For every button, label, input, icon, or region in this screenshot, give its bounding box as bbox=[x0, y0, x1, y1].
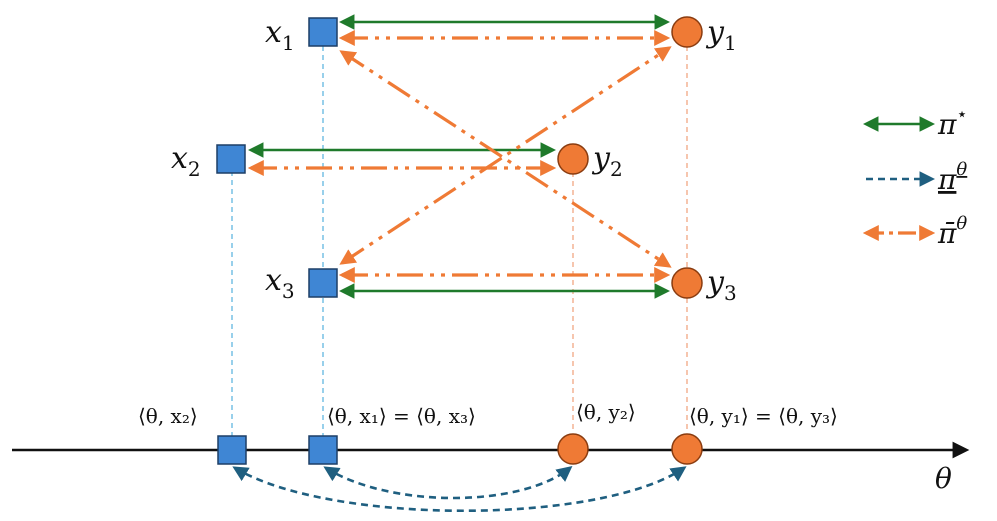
node-y3 bbox=[671, 267, 703, 299]
label-x1: x1 bbox=[265, 15, 295, 55]
pi-bar-arrow-x3-y1 bbox=[339, 46, 672, 265]
proj-node-y2 bbox=[557, 433, 589, 465]
legend-pi-star-label: π⋆ bbox=[937, 104, 968, 141]
node-x2 bbox=[216, 144, 246, 174]
pi-under-arrow-x1-y2 bbox=[323, 466, 573, 500]
label-y3: y3 bbox=[705, 265, 737, 305]
axis-label-y1-y3: ⟨θ, y₁⟩ = ⟨θ, y₃⟩ bbox=[689, 404, 838, 428]
node-y2 bbox=[557, 143, 589, 175]
axis-label-y2: ⟨θ, y₂⟩ bbox=[576, 400, 636, 424]
proj-node-x1-x3 bbox=[308, 435, 338, 465]
label-y1: y1 bbox=[705, 15, 737, 55]
label-x3: x3 bbox=[265, 263, 295, 303]
label-y2: y2 bbox=[591, 141, 623, 181]
legend: π⋆ πθ π̄θ bbox=[862, 104, 968, 250]
legend-pi-bar-label: π̄θ bbox=[937, 213, 967, 250]
legend-pi-under-label: πθ bbox=[937, 159, 967, 196]
theta-axis-label: θ bbox=[935, 462, 952, 495]
node-x3 bbox=[308, 268, 338, 298]
node-y1 bbox=[671, 16, 703, 48]
label-x2: x2 bbox=[171, 141, 201, 181]
node-x1 bbox=[308, 17, 338, 47]
proj-node-y1-y3 bbox=[671, 433, 703, 465]
axis-label-x2: ⟨θ, x₂⟩ bbox=[138, 404, 198, 428]
axis-label-x1-x3: ⟨θ, x₁⟩ = ⟨θ, x₃⟩ bbox=[327, 404, 476, 428]
proj-node-x2 bbox=[217, 435, 247, 465]
pi-under-arrow-x2-y1 bbox=[232, 466, 687, 513]
